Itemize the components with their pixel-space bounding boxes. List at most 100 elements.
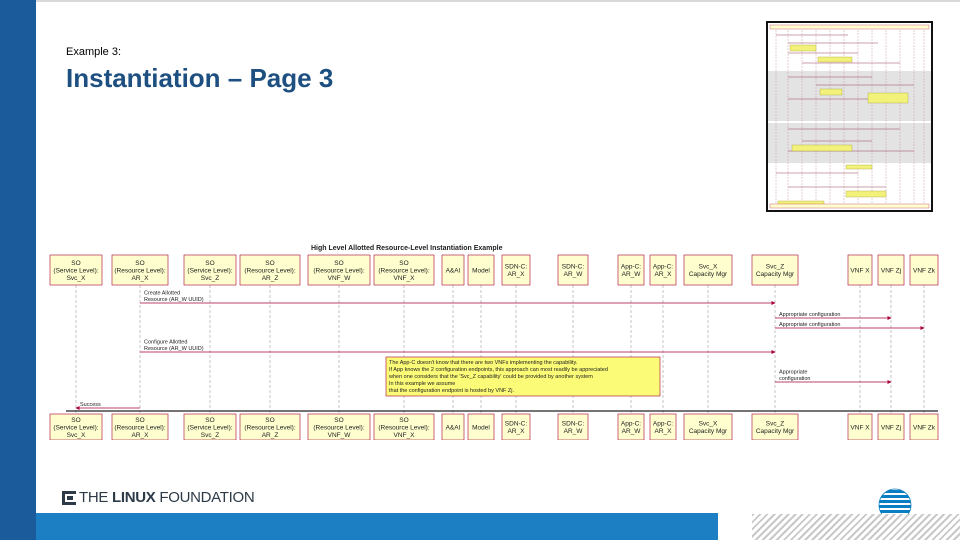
bottom-participant-label: AR_X [132, 432, 150, 439]
bottom-participant-box [441, 413, 465, 440]
overview-thumbnail [766, 21, 933, 212]
message-label: Resource (AR_W UUID) [144, 346, 204, 352]
top-participant-box [49, 254, 103, 286]
top-participant-label: (Resource Level): [114, 267, 165, 274]
top-participant-label: SO [399, 260, 408, 267]
sequence-diagram: High Level Allotted Resource-Level Insta… [49, 245, 939, 440]
bottom-participant-label: VNF_X [394, 432, 416, 439]
lf-wordmark: THE LINUX FOUNDATION [79, 489, 255, 506]
message-label: Configure Allotted [144, 340, 187, 346]
bottom-participant-label: AR_X [508, 428, 526, 435]
bottom-participant-label: Model [472, 424, 490, 431]
top-participant-label: SDN-C: [505, 264, 528, 271]
top-participant-label: (Service Level): [53, 267, 98, 274]
top-participant-label: Capacity Mgr [756, 271, 795, 278]
top-participant-label: AR_X [132, 275, 150, 282]
top-participant-label: SO [71, 260, 80, 267]
page-title: Instantiation – Page 3 [66, 63, 334, 93]
bottom-participant-label: VNF X [850, 424, 870, 431]
top-participant-box [557, 254, 589, 286]
example-label: Example 3: [66, 46, 122, 58]
bottom-participant-label: AR_W [622, 428, 642, 435]
bottom-participant-box [847, 413, 873, 440]
bottom-participant-label: (Service Level): [53, 424, 98, 431]
top-participant-label: VNF_X [394, 275, 416, 282]
linux-foundation-logo: THE LINUX FOUNDATION [62, 489, 255, 506]
diagram-title: High Level Allotted Resource-Level Insta… [311, 245, 503, 252]
top-participant-label: Svc_Z [766, 264, 784, 271]
bottom-participant-label: SO [399, 417, 408, 424]
decorative-stripes [752, 514, 960, 540]
top-participant-label: VNF X [850, 267, 870, 274]
top-participant-label: App-C: [653, 264, 673, 271]
top-participant-label: VNF Zk [913, 267, 936, 274]
bottom-participant-box [373, 413, 435, 440]
bottom-participant-label: (Service Level): [187, 424, 232, 431]
bottom-participant-label: SO [265, 417, 274, 424]
bottom-participant-label: SDN-C: [505, 421, 528, 428]
bottom-participant-box [649, 413, 677, 440]
top-participant-label: SO [135, 260, 144, 267]
bottom-participant-label: SO [334, 417, 343, 424]
bottom-participant-label: Capacity Mgr [689, 428, 728, 435]
top-participant-label: (Resource Level): [313, 267, 364, 274]
top-participant-label: Svc_X [699, 264, 718, 271]
top-participant-label: AR_X [655, 271, 673, 278]
bottom-accent-bar [36, 513, 718, 540]
bottom-participant-box [307, 413, 371, 440]
bottom-participant-box [501, 413, 531, 440]
bottom-participant-box [751, 413, 799, 440]
top-participant-box [877, 254, 905, 286]
top-participant-label: (Resource Level): [244, 267, 295, 274]
top-participant-label: (Resource Level): [378, 267, 429, 274]
top-participant-label: (Service Level): [187, 267, 232, 274]
bottom-participant-label: SO [205, 417, 214, 424]
left-accent-bar [0, 0, 36, 540]
top-participant-label: AR_W [622, 271, 642, 278]
message-label: configuration [779, 376, 811, 382]
bottom-participant-label: App-C: [653, 421, 673, 428]
bottom-participant-label: Svc_Z [766, 421, 784, 428]
top-participant-label: Capacity Mgr [689, 271, 728, 278]
bottom-participant-box [467, 413, 495, 440]
top-participant-box [467, 254, 495, 286]
bottom-participant-box [557, 413, 589, 440]
top-participant-label: SO [265, 260, 274, 267]
top-participant-box [183, 254, 237, 286]
bottom-participant-label: AR_W [564, 428, 584, 435]
top-participant-box [111, 254, 169, 286]
top-participant-label: SO [205, 260, 214, 267]
top-participant-box [373, 254, 435, 286]
message-label: Appropriate [779, 370, 807, 376]
bottom-participant-label: Svc_X [699, 421, 718, 428]
bottom-participant-box [49, 413, 103, 440]
message-label: Appropriate configuration [779, 312, 840, 318]
top-participant-box [441, 254, 465, 286]
top-participant-label: VNF_W [328, 275, 352, 282]
top-participant-label: SDN-C: [562, 264, 585, 271]
top-divider [36, 0, 960, 2]
bottom-participant-label: A&AI [446, 424, 461, 431]
bottom-participant-label: VNF_W [328, 432, 352, 439]
lf-bracket-icon [62, 490, 76, 505]
top-participant-label: VNF Zj [881, 267, 901, 274]
bottom-participant-label: (Resource Level): [244, 424, 295, 431]
bottom-participant-label: AR_X [655, 428, 673, 435]
bottom-participant-box [111, 413, 169, 440]
bottom-participant-label: SO [135, 417, 144, 424]
top-participant-label: App-C: [621, 264, 641, 271]
bottom-participant-label: Capacity Mgr [756, 428, 795, 435]
top-participant-label: SO [334, 260, 343, 267]
top-participant-box [239, 254, 301, 286]
diagram-note: The App-C doesn't know that there are tw… [385, 356, 661, 397]
bottom-participant-box [683, 413, 733, 440]
bottom-participant-label: (Resource Level): [378, 424, 429, 431]
top-participant-box [847, 254, 873, 286]
bottom-participant-label: Svc_Z [201, 432, 219, 439]
top-participant-label: A&AI [446, 267, 461, 274]
message-label: Create Allotted [144, 291, 180, 297]
thumbnail-diagram-image [768, 23, 931, 210]
bottom-participant-label: (Resource Level): [313, 424, 364, 431]
top-participant-label: AR_W [564, 271, 584, 278]
message-label: Appropriate configuration [779, 322, 840, 328]
